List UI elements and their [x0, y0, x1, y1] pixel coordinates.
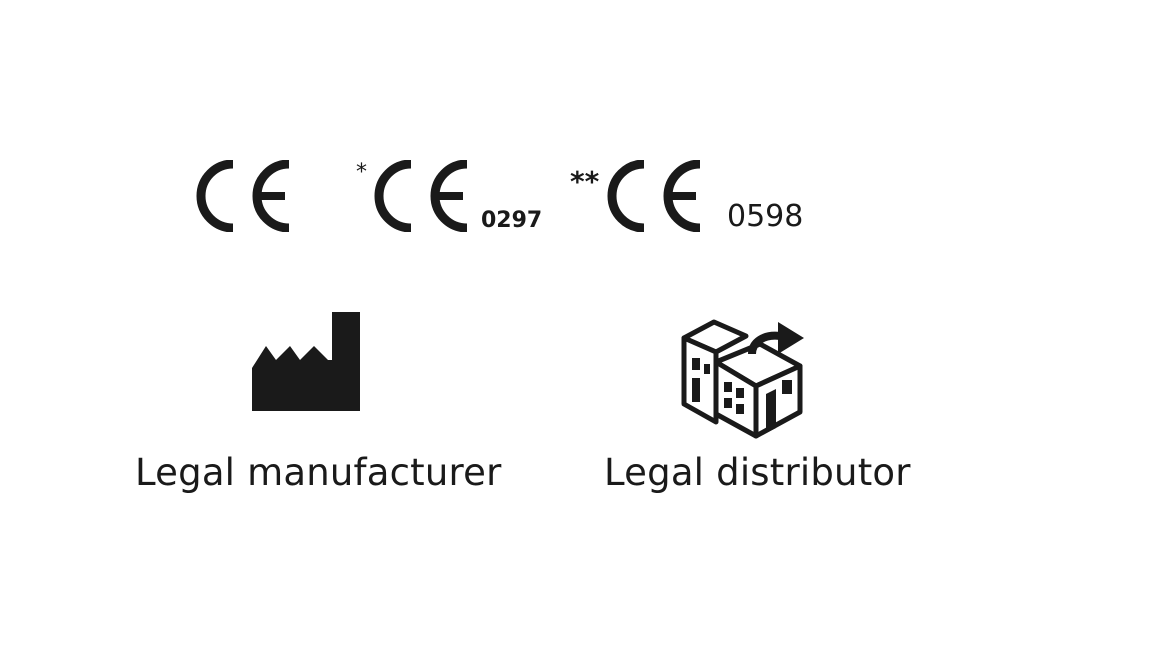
- asterisk-double: **: [570, 165, 600, 198]
- distributor-label: Legal distributor: [604, 451, 911, 494]
- manufacturer-label: Legal manufacturer: [135, 451, 502, 494]
- asterisk-single: *: [356, 160, 367, 185]
- distributor-building-icon: [680, 316, 806, 444]
- ce-mark-0598: [606, 160, 706, 232]
- factory-icon: [250, 310, 362, 418]
- notified-body-number: 0598: [727, 199, 804, 234]
- ce-mark-plain: [195, 160, 295, 232]
- notified-body-number: 0297: [481, 208, 543, 233]
- ce-mark-icon: [606, 160, 706, 232]
- ce-mark-0297: [373, 160, 473, 232]
- ce-mark-icon: [373, 160, 473, 232]
- ce-mark-icon: [195, 160, 295, 232]
